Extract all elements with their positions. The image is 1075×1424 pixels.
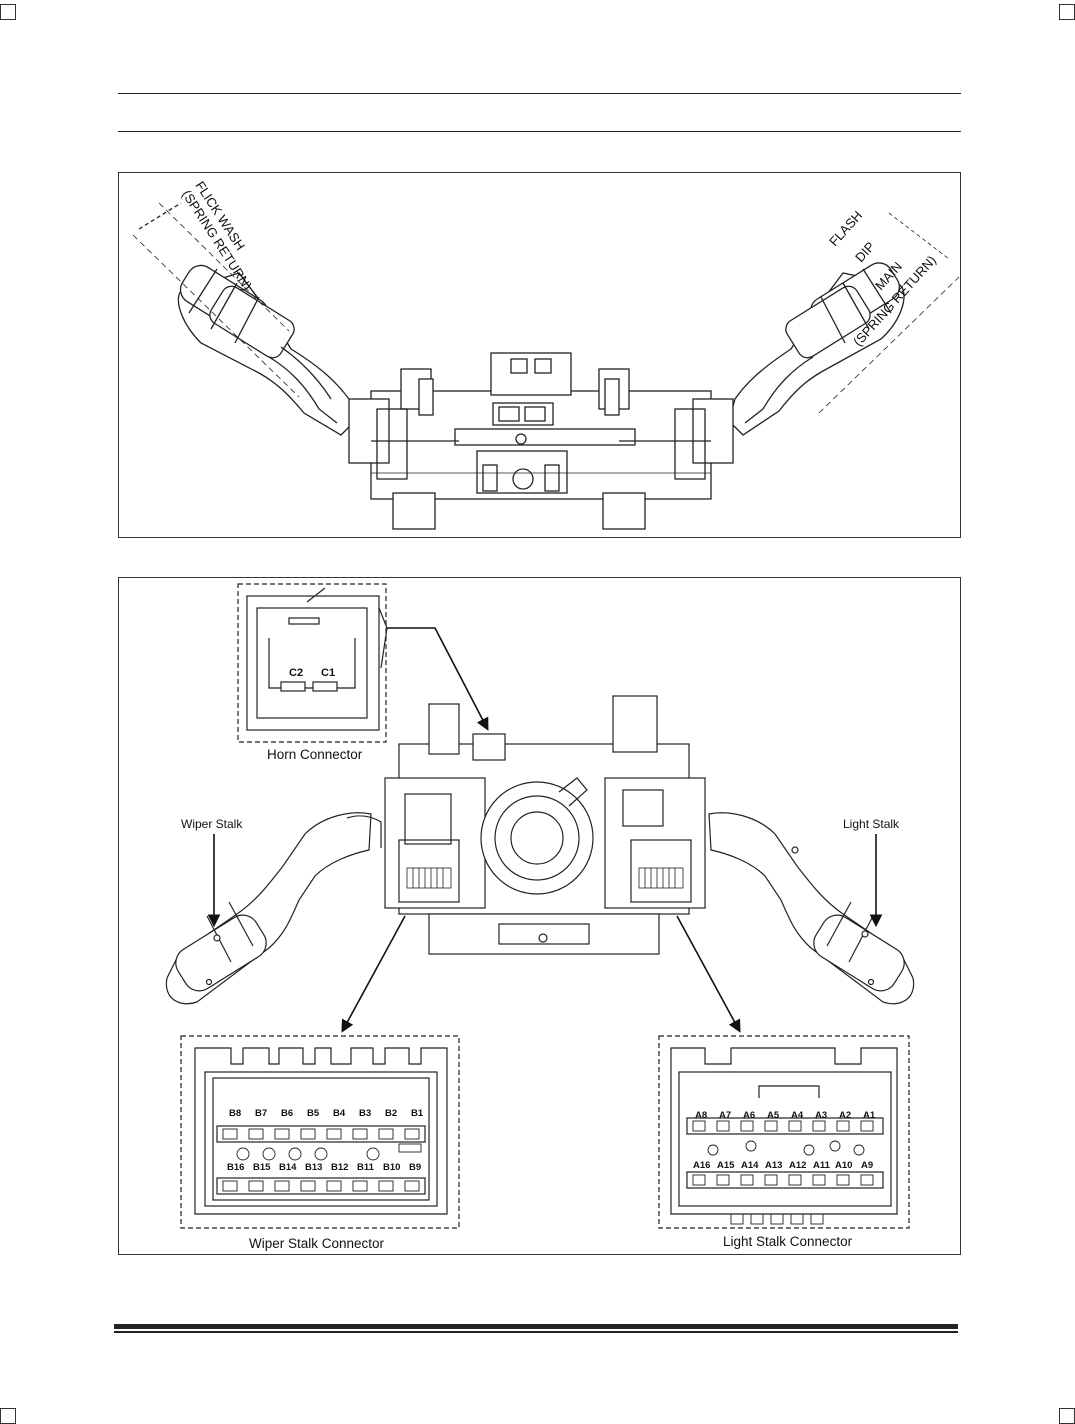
horn-connector-caption: Horn Connector <box>267 747 363 762</box>
light-pin-a12: A12 <box>789 1160 806 1171</box>
wiper-pin-b4: B4 <box>333 1108 346 1119</box>
wiper-pin-b12: B12 <box>331 1162 348 1173</box>
horn-pin-c1-label: C1 <box>321 667 335 679</box>
light-pin-a5: A5 <box>767 1110 780 1121</box>
switch-body-rear-drawing <box>384 695 706 955</box>
crop-mark-bottom-right <box>1059 1408 1075 1424</box>
wiper-pin-b5: B5 <box>307 1108 320 1119</box>
light-stalk-connector-inset <box>658 1035 910 1229</box>
light-pin-a7: A7 <box>719 1110 731 1121</box>
horn-connector-leader-arrow <box>387 627 489 731</box>
wiper-connector-pin-labels: B8 B7 B6 B5 B4 B3 B2 B1 B16 B15 B14 B13 … <box>227 1108 424 1173</box>
wiper-pin-b2: B2 <box>385 1108 397 1119</box>
header-rule-top <box>118 93 961 94</box>
light-pin-a16: A16 <box>693 1160 710 1171</box>
light-pin-a2: A2 <box>839 1110 851 1121</box>
light-stalk-callout: Light Stalk <box>843 817 900 831</box>
light-stalk-drawing <box>728 212 960 436</box>
crop-mark-top-left <box>0 4 16 20</box>
light-stalk-connector-caption: Light Stalk Connector <box>723 1234 853 1249</box>
header-rule-bottom <box>118 131 961 132</box>
light-pin-a8: A8 <box>695 1110 707 1121</box>
wiper-pin-b15: B15 <box>253 1162 271 1173</box>
stalk-switch-front-view: FLICK WASH (SPRING RETURN) FLASH DIP MAI… <box>132 178 960 530</box>
crop-mark-top-right <box>1059 4 1075 20</box>
switch-body-front-drawing <box>348 352 734 530</box>
wiper-stalk-drawing <box>132 202 356 436</box>
wiper-stalk-connector-caption: Wiper Stalk Connector <box>249 1236 385 1251</box>
wiper-pin-b6: B6 <box>281 1108 293 1119</box>
wiper-pin-b11: B11 <box>357 1162 375 1173</box>
light-pin-a13: A13 <box>765 1160 782 1171</box>
light-connector-leader-arrow <box>676 915 741 1033</box>
wiper-pin-b10: B10 <box>383 1162 400 1173</box>
crop-mark-bottom-left <box>0 1408 16 1424</box>
horn-connector-inset <box>237 583 388 743</box>
light-stalk-rear-drawing <box>708 812 915 1005</box>
flash-label: FLASH <box>826 208 865 249</box>
light-pin-a1: A1 <box>863 1110 876 1121</box>
stalk-switch-front-view-panel: FLICK WASH (SPRING RETURN) FLASH DIP MAI… <box>118 172 961 538</box>
wiper-stalk-callout: Wiper Stalk <box>181 817 243 831</box>
light-pin-a9: A9 <box>861 1160 873 1171</box>
wiper-connector-leader-arrow <box>341 915 406 1033</box>
wiper-pin-b3: B3 <box>359 1108 371 1119</box>
horn-pin-c2-label: C2 <box>289 667 303 679</box>
light-pin-a15: A15 <box>717 1160 735 1171</box>
dip-label: DIP <box>852 239 878 265</box>
wiper-pin-b1: B1 <box>411 1108 424 1119</box>
connector-layout-diagram: C2 C1 Horn Connector Wiper Stalk Light S… <box>165 583 915 1251</box>
wiper-pin-b9: B9 <box>409 1162 421 1173</box>
wiper-pin-b16: B16 <box>227 1162 244 1173</box>
connector-layout-panel: C2 C1 Horn Connector Wiper Stalk Light S… <box>118 577 961 1255</box>
wiper-pin-b8: B8 <box>229 1108 241 1119</box>
light-connector-pin-labels: A8 A7 A6 A5 A4 A3 A2 A1 A16 A15 A14 A13 … <box>693 1110 876 1171</box>
footer-rule-thick <box>114 1324 958 1329</box>
wiper-pin-b13: B13 <box>305 1162 322 1173</box>
footer-rule-thin <box>114 1331 958 1333</box>
wiper-pin-b14: B14 <box>279 1162 297 1173</box>
wiper-stalk-rear-drawing <box>165 812 382 1005</box>
light-pin-a11: A11 <box>813 1160 831 1171</box>
wiper-stalk-connector-inset <box>180 1035 460 1229</box>
light-pin-a6: A6 <box>743 1110 755 1121</box>
wiper-pin-b7: B7 <box>255 1108 267 1119</box>
light-pin-a3: A3 <box>815 1110 827 1121</box>
light-pin-a10: A10 <box>835 1160 852 1171</box>
light-pin-a14: A14 <box>741 1160 759 1171</box>
light-pin-a4: A4 <box>791 1110 804 1121</box>
